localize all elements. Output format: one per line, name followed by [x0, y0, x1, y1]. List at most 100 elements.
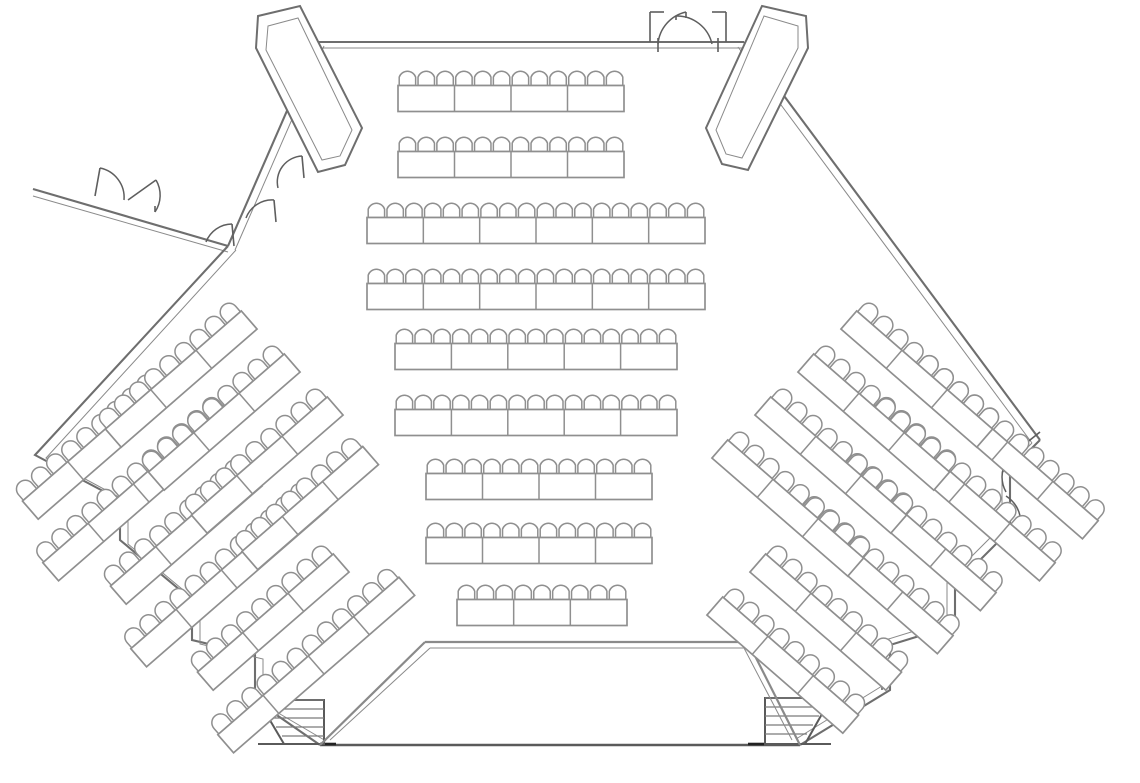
door-main-double[interactable]	[649, 11, 727, 52]
seat-L5-2[interactable]	[203, 635, 228, 660]
seat-C2-9[interactable]	[549, 136, 568, 153]
right-seating-block[interactable]	[705, 299, 1109, 735]
seat-R2-7[interactable]	[949, 460, 974, 485]
bench-C8[interactable]	[425, 522, 653, 565]
bench-C7[interactable]	[425, 458, 653, 501]
seat-R10-4[interactable]	[803, 494, 828, 519]
seat-C3-16[interactable]	[649, 202, 667, 219]
seat-R1-4[interactable]	[1037, 457, 1063, 482]
seat-R9-1[interactable]	[891, 491, 916, 516]
seat-R9-6[interactable]	[815, 425, 841, 450]
seat-C1-8[interactable]	[530, 70, 549, 87]
seat-L7-4[interactable]	[141, 365, 166, 390]
seat-C6-6[interactable]	[489, 394, 508, 411]
seat-C6-13[interactable]	[621, 394, 639, 411]
seat-C9-6[interactable]	[551, 584, 570, 601]
seat-R9-3[interactable]	[861, 464, 886, 490]
seat-C6-1[interactable]	[395, 394, 414, 411]
bench-C5[interactable]	[394, 328, 678, 371]
seat-C5-5[interactable]	[470, 328, 489, 345]
seat-L7-3[interactable]	[126, 378, 151, 404]
seat-R6-3[interactable]	[813, 664, 838, 690]
seat-L3-1[interactable]	[101, 562, 126, 587]
seat-C1-10[interactable]	[567, 70, 586, 87]
seat-C6-15[interactable]	[658, 394, 677, 411]
seat-L9-7[interactable]	[272, 412, 298, 437]
bench-L5[interactable]	[187, 542, 351, 692]
seat-C4-5[interactable]	[442, 268, 461, 285]
seat-C6-2[interactable]	[414, 394, 433, 411]
seat-L1-5[interactable]	[73, 424, 99, 449]
seat-R7-7[interactable]	[886, 326, 912, 351]
seat-C5-9[interactable]	[545, 328, 564, 345]
seat-C7-4[interactable]	[482, 458, 501, 475]
seat-C3-13[interactable]	[592, 202, 611, 219]
seat-C5-4[interactable]	[451, 328, 470, 345]
door-upper-left-4[interactable]	[245, 199, 277, 223]
seat-L10-3[interactable]	[263, 501, 288, 526]
bench-C3[interactable]	[366, 202, 706, 245]
seat-L1-2[interactable]	[28, 464, 53, 489]
seat-L5-1[interactable]	[188, 648, 213, 673]
seat-C6-9[interactable]	[545, 394, 564, 411]
seat-R10-1[interactable]	[848, 534, 873, 559]
seat-C4-16[interactable]	[649, 268, 667, 285]
seat-L5-7[interactable]	[278, 569, 304, 594]
seat-C4-18[interactable]	[686, 268, 705, 285]
seat-L6-8[interactable]	[314, 618, 339, 644]
seat-R3-3[interactable]	[950, 542, 976, 567]
seat-R3-4[interactable]	[935, 529, 961, 554]
seat-C7-6[interactable]	[520, 458, 539, 475]
seat-C1-2[interactable]	[417, 70, 436, 87]
seat-R8-5[interactable]	[873, 395, 899, 420]
seat-L4-3[interactable]	[151, 598, 177, 623]
bench-C9[interactable]	[456, 584, 628, 627]
seat-L3-4[interactable]	[146, 522, 171, 547]
seat-C9-7[interactable]	[570, 584, 589, 601]
seat-R8-8[interactable]	[828, 356, 854, 381]
seat-R5-2[interactable]	[871, 635, 896, 660]
seat-C1-11[interactable]	[586, 70, 605, 87]
seat-C1-4[interactable]	[454, 70, 473, 87]
seat-C2-1[interactable]	[398, 136, 417, 153]
seat-L5-3[interactable]	[218, 621, 243, 647]
seat-L6-3[interactable]	[238, 684, 264, 709]
seat-L6-12[interactable]	[374, 566, 400, 591]
seat-R5-3[interactable]	[856, 621, 881, 647]
seat-R4-6[interactable]	[862, 546, 887, 571]
seat-R1-1[interactable]	[1082, 496, 1108, 521]
stage-platform[interactable]	[319, 640, 801, 746]
seat-C5-1[interactable]	[395, 328, 414, 345]
seat-C7-3[interactable]	[464, 458, 483, 475]
seat-C3-4[interactable]	[423, 202, 442, 219]
vestibule-left[interactable]	[254, 4, 364, 174]
seat-R7-3[interactable]	[947, 378, 972, 404]
door-upper-left-2[interactable]	[127, 179, 161, 213]
seat-C4-9[interactable]	[517, 268, 536, 285]
seat-L6-10[interactable]	[344, 592, 369, 617]
seat-L2-6[interactable]	[109, 473, 134, 498]
seat-R6-9[interactable]	[722, 586, 748, 611]
seat-R9-9[interactable]	[770, 386, 796, 411]
seat-L7-6[interactable]	[171, 339, 197, 364]
seat-R10-8[interactable]	[742, 442, 768, 467]
seat-L8-8[interactable]	[245, 356, 270, 381]
seat-L9-4[interactable]	[227, 451, 252, 476]
seat-C8-5[interactable]	[501, 522, 520, 539]
seat-R7-2[interactable]	[962, 392, 987, 417]
seat-C4-12[interactable]	[574, 268, 592, 285]
seat-L3-2[interactable]	[116, 549, 141, 574]
seat-C5-2[interactable]	[414, 328, 433, 345]
seat-C7-5[interactable]	[501, 458, 520, 475]
seat-C2-7[interactable]	[511, 136, 530, 153]
seat-L4-2[interactable]	[136, 611, 162, 636]
seat-C7-1[interactable]	[426, 458, 445, 475]
seat-L1-3[interactable]	[43, 450, 68, 476]
seat-C1-7[interactable]	[511, 70, 530, 87]
seat-L4-6[interactable]	[197, 559, 222, 584]
center-seating-block[interactable]	[366, 70, 706, 627]
seat-C3-17[interactable]	[667, 202, 686, 219]
seat-L6-1[interactable]	[208, 710, 234, 735]
seat-C5-8[interactable]	[527, 328, 545, 345]
seat-R1-6[interactable]	[1007, 431, 1033, 456]
